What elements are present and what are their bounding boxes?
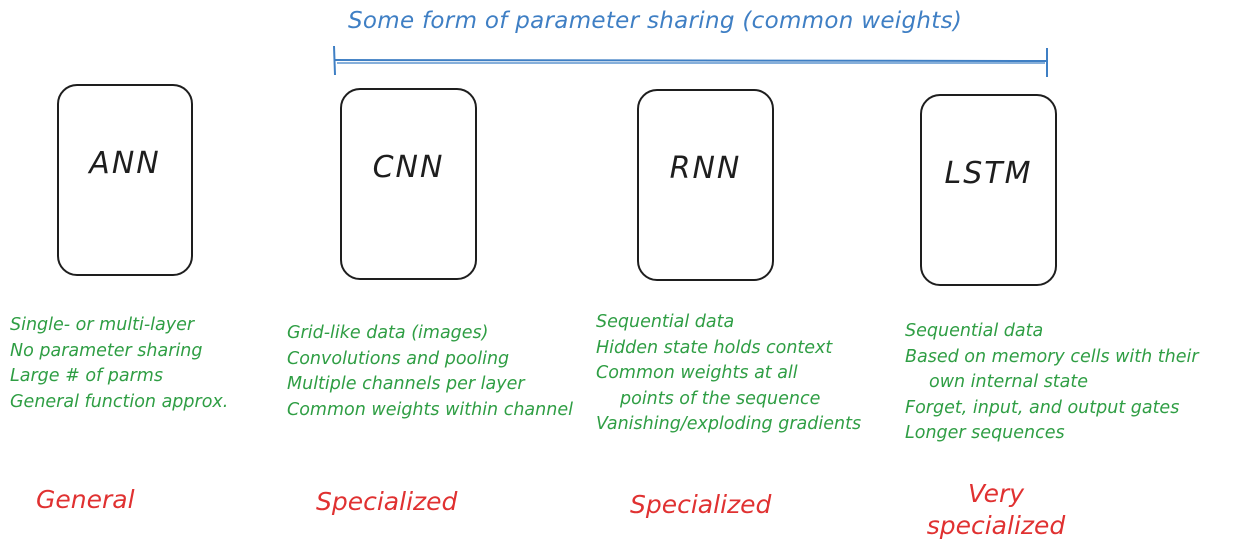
- lstm-feature: Sequential data: [905, 321, 1044, 341]
- rnn-features: Sequential data Hidden state holds conte…: [596, 310, 861, 438]
- rnn-feature: Vanishing/exploding gradients: [596, 414, 862, 434]
- cnn-features: Grid-like data (images) Convolutions and…: [287, 321, 573, 423]
- rnn-label: RNN: [669, 150, 742, 186]
- cnn-feature: Convolutions and pooling: [287, 348, 510, 369]
- cnn-label: CNN: [372, 149, 445, 185]
- ann-specialization-text: General: [36, 485, 135, 514]
- rnn-feature: Sequential data: [596, 312, 735, 332]
- cnn-feature: Grid-like data (images): [287, 323, 489, 343]
- cnn-feature: Common weights within channel: [287, 399, 573, 420]
- rnn-feature: Hidden state holds context: [596, 337, 833, 358]
- cnn-specialization-text: Specialized: [316, 487, 458, 516]
- bracket-left-tick: [333, 45, 336, 76]
- cnn-specialization: Specialized: [316, 486, 457, 518]
- rnn-specialization-text: Specialized: [630, 490, 772, 519]
- ann-box: ANN: [57, 84, 193, 276]
- lstm-specialization: Very specialized: [920, 478, 1072, 542]
- parameter-sharing-label: Some form of parameter sharing (common w…: [348, 8, 963, 34]
- bracket-bar: [334, 59, 1048, 62]
- ann-feature: Large # of parms: [10, 366, 163, 386]
- cnn-box: CNN: [340, 88, 477, 280]
- lstm-specialization-line1: Very: [967, 479, 1025, 508]
- lstm-feature: Forget, input, and output gates: [905, 397, 1180, 418]
- rnn-feature: points of the sequence: [620, 388, 821, 409]
- lstm-label: LSTM: [944, 155, 1033, 191]
- ann-feature: No parameter sharing: [10, 340, 203, 361]
- rnn-specialization: Specialized: [630, 489, 771, 521]
- rnn-feature: Common weights at all: [596, 363, 798, 383]
- cnn-feature: Multiple channels per layer: [287, 374, 525, 394]
- ann-label: ANN: [89, 145, 161, 181]
- ann-feature: Single- or multi-layer: [10, 315, 195, 335]
- ann-feature: General function approx.: [10, 391, 229, 412]
- lstm-specialization-line2: specialized: [926, 511, 1066, 540]
- lstm-feature: Based on memory cells with their: [905, 346, 1199, 367]
- ann-specialization: General: [36, 484, 135, 516]
- lstm-features: Sequential data Based on memory cells wi…: [905, 319, 1199, 447]
- lstm-feature: Longer sequences: [905, 423, 1065, 443]
- lstm-feature: own internal state: [929, 372, 1089, 392]
- rnn-box: RNN: [637, 89, 774, 281]
- ann-features: Single- or multi-layer No parameter shar…: [10, 313, 228, 415]
- lstm-box: LSTM: [920, 94, 1057, 286]
